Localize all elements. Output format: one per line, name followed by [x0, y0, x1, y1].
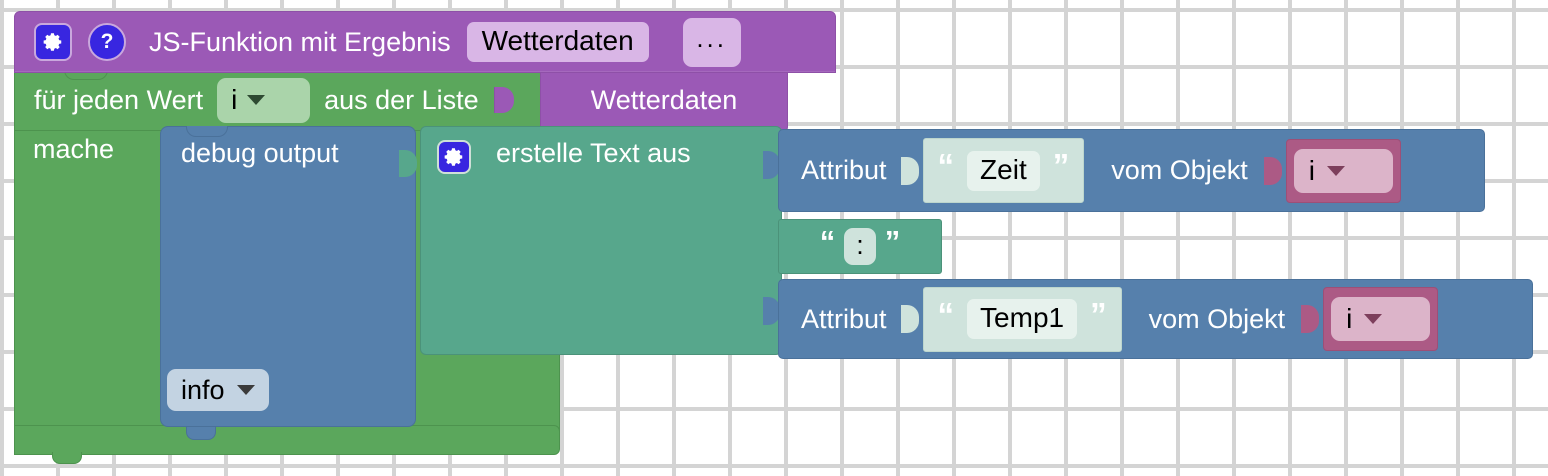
- loop-variable-label: i: [231, 84, 238, 115]
- object-variable-block[interactable]: i: [1285, 138, 1401, 203]
- loop-variable-dropdown[interactable]: i: [217, 77, 311, 123]
- gear-icon[interactable]: [437, 140, 471, 174]
- for-each-bottom-tab: [52, 452, 82, 464]
- create-text-input-socket-2: [762, 225, 784, 267]
- quote-open-icon: “: [819, 224, 836, 259]
- list-value-block[interactable]: Wetterdaten: [540, 69, 788, 131]
- attribute-name-string-block[interactable]: “ Zeit ”: [922, 138, 1085, 203]
- chevron-down-icon: [1327, 165, 1346, 176]
- create-text-input-socket-3: [763, 292, 783, 332]
- debug-output-block[interactable]: [160, 126, 416, 427]
- object-variable-label: i: [1346, 303, 1353, 334]
- object-variable-dropdown[interactable]: i: [1293, 148, 1393, 193]
- attribute-label: Attribut: [801, 303, 887, 334]
- attribute-object-socket: [1263, 151, 1286, 191]
- separator-value-field[interactable]: :: [844, 228, 876, 265]
- attribute-block-1[interactable]: Attribut “ Zeit ” vom Objekt i: [778, 129, 1485, 212]
- debug-level-label: info: [181, 374, 225, 405]
- for-each-loop-header[interactable]: für jeden Wert i aus der Liste: [14, 69, 560, 131]
- for-each-prefix-label: für jeden Wert: [34, 84, 204, 115]
- attribute-name-field[interactable]: Zeit: [967, 150, 1040, 191]
- attribute-object-label: vom Objekt: [1148, 303, 1286, 334]
- attribute-name-string-block[interactable]: “ Temp1 ”: [922, 286, 1122, 352]
- gear-icon[interactable]: [34, 23, 72, 61]
- function-title-label: JS-Funktion mit Ergebnis: [149, 26, 451, 57]
- chevron-down-icon: [1364, 314, 1383, 324]
- chevron-down-icon: [236, 385, 255, 395]
- list-input-socket: [494, 80, 517, 120]
- quote-open-icon: “: [937, 295, 955, 333]
- js-function-block[interactable]: ? JS-Funktion mit Ergebnis Wetterdaten .…: [14, 11, 836, 73]
- object-variable-block[interactable]: i: [1323, 287, 1439, 351]
- create-text-input-socket-1: [763, 146, 783, 186]
- object-variable-label: i: [1308, 154, 1316, 186]
- function-name-field[interactable]: Wetterdaten: [466, 22, 649, 62]
- create-text-block[interactable]: [420, 126, 782, 355]
- object-variable-dropdown[interactable]: i: [1331, 297, 1431, 341]
- debug-output-label: debug output: [181, 138, 339, 168]
- list-value-label: Wetterdaten: [590, 84, 738, 115]
- help-icon[interactable]: ?: [88, 23, 126, 61]
- quote-close-icon: ”: [1090, 295, 1107, 333]
- more-options-button[interactable]: ...: [682, 17, 741, 67]
- quote-close-icon: ”: [884, 224, 901, 259]
- create-text-label: erstelle Text aus: [496, 138, 691, 168]
- debug-top-notch: [186, 126, 228, 137]
- chevron-down-icon: [247, 95, 266, 105]
- debug-bottom-tab: [186, 427, 216, 440]
- quote-open-icon: “: [937, 147, 955, 184]
- attribute-name-field[interactable]: Temp1: [967, 299, 1078, 339]
- attribute-name-socket: [900, 299, 923, 339]
- attribute-name-socket: [900, 151, 923, 191]
- debug-level-dropdown[interactable]: info: [167, 369, 269, 411]
- attribute-object-label: vom Objekt: [1111, 155, 1248, 185]
- for-each-loop-bottom: [14, 425, 560, 455]
- separator-string-block[interactable]: “ : ”: [778, 219, 942, 274]
- debug-value-socket: [399, 144, 421, 184]
- do-label: mache: [33, 134, 115, 164]
- attribute-block-2[interactable]: Attribut “ Temp1 ” vom Objekt i: [778, 279, 1533, 359]
- attribute-object-socket: [1301, 299, 1323, 339]
- for-each-middle-label: aus der Liste: [324, 84, 479, 115]
- attribute-label: Attribut: [801, 155, 887, 185]
- quote-close-icon: ”: [1052, 147, 1070, 184]
